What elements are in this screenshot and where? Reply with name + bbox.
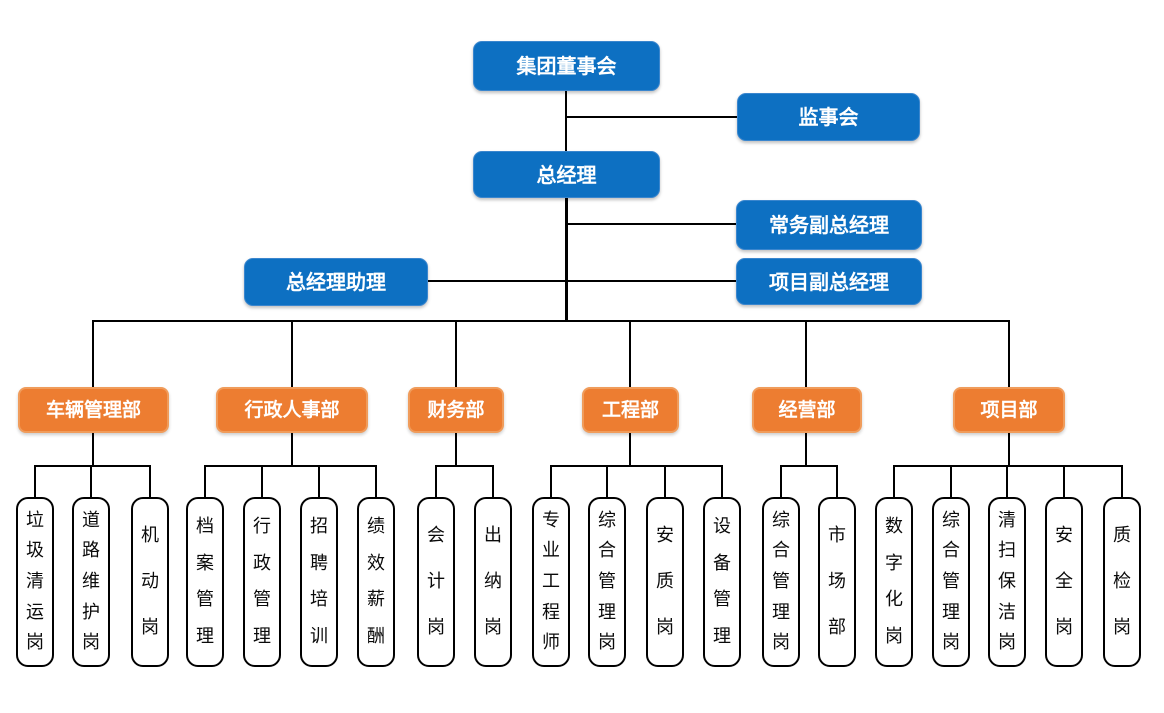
connector-child-drop: [780, 465, 782, 497]
connector-child-drop: [261, 465, 263, 497]
connector-drop-dept: [455, 320, 457, 387]
connector-drop-dept: [92, 320, 94, 387]
connector-executive-deputy: [567, 223, 736, 225]
position-box: 综合管理岗: [588, 497, 626, 667]
connector-assistant-project-deputy: [428, 280, 736, 282]
connector-child-drop: [375, 465, 377, 497]
connector-drop-dept: [805, 320, 807, 387]
node-group-board: 集团董事会: [473, 41, 660, 91]
position-box: 市场部: [818, 497, 856, 667]
dept-admin-hr: 行政人事部: [216, 387, 368, 433]
node-supervisory-board: 监事会: [737, 93, 920, 141]
position-box: 清扫保洁岗: [988, 497, 1026, 667]
connector-drop-dept: [1008, 320, 1010, 387]
position-box: 行政管理: [243, 497, 281, 667]
position-box: 质检岗: [1103, 497, 1141, 667]
node-gm-assistant: 总经理助理: [244, 258, 428, 306]
position-box: 综合管理岗: [932, 497, 970, 667]
connector-child-drop: [318, 465, 320, 497]
node-project-deputy-gm: 项目副总经理: [736, 258, 922, 305]
position-box: 综合管理岗: [762, 497, 800, 667]
position-box: 档案管理: [186, 497, 224, 667]
node-general-manager: 总经理: [473, 151, 660, 198]
position-box: 设备管理: [703, 497, 741, 667]
position-box: 绩效薪酬: [357, 497, 395, 667]
connector-child-drop: [1063, 465, 1065, 497]
position-box: 出纳岗: [474, 497, 512, 667]
position-box: 道路维护岗: [72, 497, 110, 667]
connector-child-bus: [780, 465, 838, 467]
position-box: 会计岗: [417, 497, 455, 667]
connector-child-drop: [492, 465, 494, 497]
connector-child-drop: [721, 465, 723, 497]
dept-engineering: 工程部: [582, 387, 679, 433]
connector-child-drop: [836, 465, 838, 497]
connector-child-drop: [550, 465, 552, 497]
connector-child-drop: [664, 465, 666, 497]
connector-child-drop: [34, 465, 36, 497]
connector-dept-stem: [92, 433, 94, 466]
connector-dept-stem: [291, 433, 293, 466]
position-box: 安全岗: [1045, 497, 1083, 667]
position-box: 垃圾清运岗: [16, 497, 54, 667]
connector-child-drop: [1006, 465, 1008, 497]
connector-child-drop: [204, 465, 206, 497]
connector-main-bus: [92, 320, 1010, 322]
connector-child-drop: [90, 465, 92, 497]
node-executive-deputy-gm: 常务副总经理: [736, 200, 922, 250]
connector-drop-dept: [629, 320, 631, 387]
connector-child-bus: [204, 465, 377, 467]
dept-vehicle-management: 车辆管理部: [18, 387, 169, 433]
connector-child-drop: [1121, 465, 1123, 497]
connector-child-drop: [149, 465, 151, 497]
connector-dept-stem: [455, 433, 457, 466]
position-box: 专业工程师: [532, 497, 570, 667]
connector-child-bus: [34, 465, 151, 467]
connector-child-drop: [435, 465, 437, 497]
connector-supervisory: [566, 116, 737, 118]
connector-board-gm: [565, 91, 567, 151]
connector-dept-stem: [1008, 433, 1010, 466]
position-box: 安质岗: [646, 497, 684, 667]
dept-operations: 经营部: [752, 387, 862, 433]
dept-finance: 财务部: [408, 387, 504, 433]
connector-dept-stem: [629, 433, 631, 466]
connector-child-drop: [893, 465, 895, 497]
position-box: 机动岗: [131, 497, 169, 667]
connector-dept-stem: [805, 433, 807, 466]
position-box: 数字化岗: [875, 497, 913, 667]
connector-child-bus: [435, 465, 494, 467]
connector-child-bus: [550, 465, 723, 467]
connector-child-drop: [606, 465, 608, 497]
connector-child-bus: [893, 465, 1123, 467]
connector-drop-dept: [291, 320, 293, 387]
position-box: 招聘培训: [300, 497, 338, 667]
connector-child-drop: [950, 465, 952, 497]
connector-gm-trunk: [565, 198, 568, 322]
dept-project: 项目部: [953, 387, 1065, 433]
